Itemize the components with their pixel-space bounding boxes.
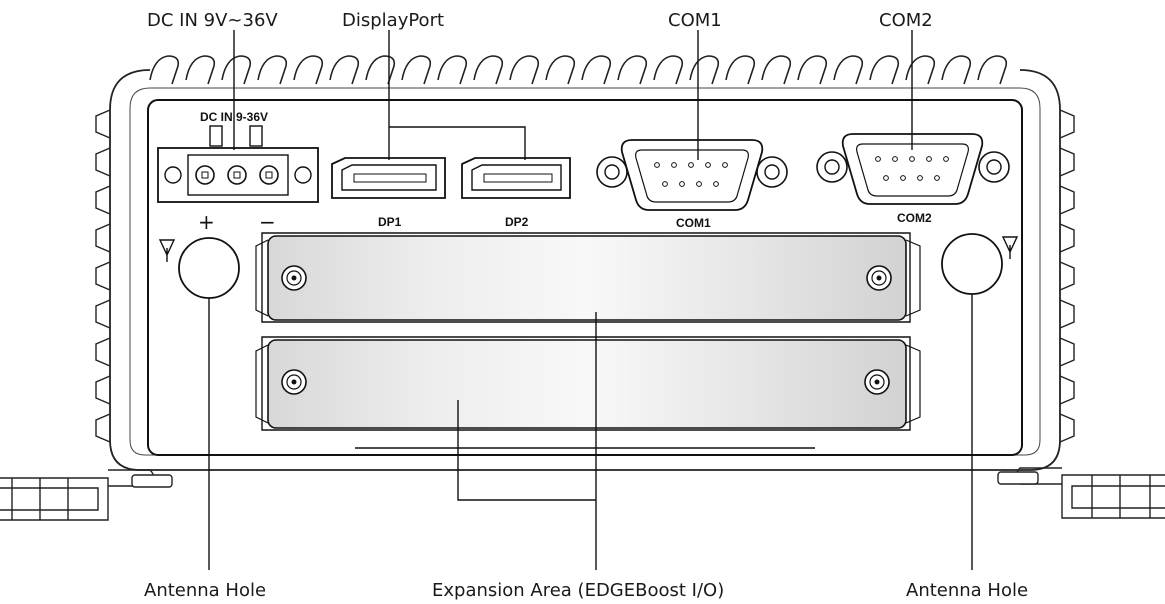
right-bracket <box>997 467 1165 519</box>
callout-dc-in: DC IN 9V~36V <box>147 10 278 31</box>
callout-com2: COM2 <box>879 10 933 31</box>
com1-port: COM1 <box>596 139 788 230</box>
com2-port: COM2 <box>816 133 1010 225</box>
side-fin-right <box>1059 299 1075 329</box>
heatsink-fin <box>761 55 792 85</box>
heatsink-fin <box>437 55 468 85</box>
chassis-outline <box>109 69 1061 471</box>
heatsink-fin <box>329 55 360 85</box>
leader-lines <box>208 30 973 570</box>
dp1-panel-label: DP1 <box>378 215 402 229</box>
heatsink-fin <box>221 55 252 85</box>
side-fin-left <box>95 223 111 253</box>
heatsink-fin <box>653 55 684 85</box>
left-bracket <box>0 469 173 521</box>
side-fin-right <box>1059 337 1075 367</box>
side-fin-left <box>95 185 111 215</box>
heatsink-fin <box>545 55 576 85</box>
heatsink-fin <box>905 55 936 85</box>
heatsink-fin <box>833 55 864 85</box>
heatsink-fin <box>365 55 396 85</box>
heatsink-fin <box>689 55 720 85</box>
heatsink-fin <box>977 55 1008 85</box>
antenna-icon-left <box>158 239 176 262</box>
heatsink-fin <box>473 55 504 85</box>
heatsink-fin <box>509 55 540 85</box>
com2-panel-label: COM2 <box>897 211 932 225</box>
callout-antenna-right: Antenna Hole <box>906 580 1028 601</box>
side-fin-right <box>1059 375 1075 405</box>
heatsink-fin <box>797 55 828 85</box>
heatsink-fin <box>581 55 612 85</box>
side-fin-right <box>1059 147 1075 177</box>
dp2-port: DP2 <box>461 157 571 229</box>
minus-symbol: − <box>259 210 276 234</box>
side-fin-left <box>95 375 111 405</box>
side-fin-left <box>95 109 111 139</box>
dc-in-connector: DC IN 9-36V + − <box>157 110 319 234</box>
side-fin-right <box>1059 413 1075 443</box>
antenna-hole-right <box>941 233 1019 295</box>
dp1-port: DP1 <box>331 157 446 229</box>
side-fin-right <box>1059 185 1075 215</box>
side-fin-left <box>95 337 111 367</box>
heatsink-fin <box>725 55 756 85</box>
heatsink-fin <box>149 55 180 85</box>
callout-displayport: DisplayPort <box>342 10 444 31</box>
side-fin-right <box>1059 223 1075 253</box>
heatsink-fin <box>185 55 216 85</box>
side-fin-left <box>95 147 111 177</box>
dp2-panel-label: DP2 <box>505 215 529 229</box>
heatsink-fin <box>401 55 432 85</box>
expansion-slot-upper <box>255 232 921 323</box>
heatsink-fin <box>941 55 972 85</box>
heatsink-fin <box>617 55 648 85</box>
heatsink-fin <box>293 55 324 85</box>
heatsink-fin <box>869 55 900 85</box>
plus-symbol: + <box>198 210 215 234</box>
side-fins <box>95 109 1075 443</box>
antenna-icon-right <box>1001 236 1019 259</box>
side-fin-right <box>1059 261 1075 291</box>
callout-expansion: Expansion Area (EDGEBoost I/O) <box>432 580 724 601</box>
side-fin-left <box>95 261 111 291</box>
side-fin-left <box>95 413 111 443</box>
heatsink-fins <box>149 55 1008 85</box>
side-fin-right <box>1059 109 1075 139</box>
expansion-slot-lower <box>255 336 921 431</box>
callout-antenna-left: Antenna Hole <box>144 580 266 601</box>
callout-com1: COM1 <box>668 10 722 31</box>
chassis-inner-edge <box>129 87 1041 456</box>
com1-panel-label: COM1 <box>676 216 711 230</box>
heatsink-fin <box>257 55 288 85</box>
side-fin-left <box>95 299 111 329</box>
